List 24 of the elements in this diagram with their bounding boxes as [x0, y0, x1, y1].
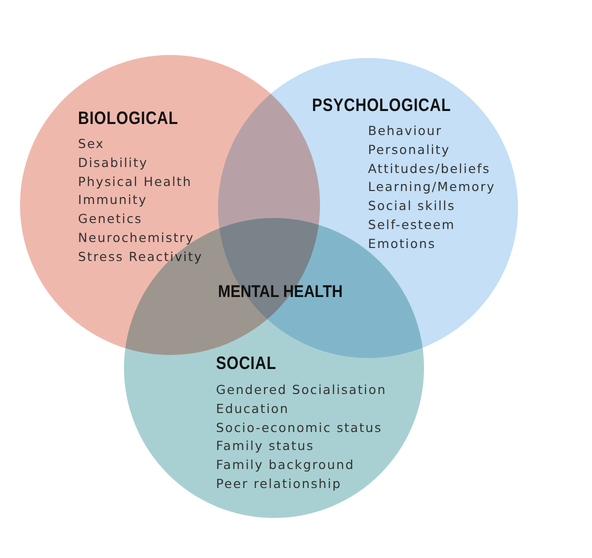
factor-item: Behaviour [368, 123, 442, 138]
factor-item: Genetics [78, 211, 142, 226]
factor-item: Family status [216, 438, 314, 454]
factor-item: Self-esteem [368, 217, 456, 232]
factor-item: Disability [78, 154, 148, 170]
factor-item: Gendered Socialisation [216, 382, 386, 397]
factor-item: Attitudes/beliefs [368, 160, 490, 176]
factor-item: Socio-economic status [216, 420, 382, 435]
factor-item: Learning/Memory [368, 179, 496, 194]
factor-item: Peer relationship [216, 476, 342, 491]
circle-heading: SOCIAL [216, 356, 276, 371]
circle-heading: BIOLOGICAL [78, 111, 178, 126]
factor-item: Sex [78, 136, 104, 151]
factor-item: Stress Reactivity [78, 248, 203, 264]
factor-item: Social skills [368, 198, 456, 214]
circle-heading: PSYCHOLOGICAL [312, 98, 451, 113]
factor-item: Neurochemistry [78, 230, 194, 245]
factor-item: Immunity [78, 192, 148, 208]
factor-item: Education [216, 400, 290, 416]
factor-item: Emotions [368, 236, 436, 251]
factor-item: Personality [368, 142, 450, 157]
factor-item: Family background [216, 457, 355, 472]
factor-item: Physical Health [78, 174, 192, 189]
center-label: MENTAL HEALTH [218, 282, 343, 302]
